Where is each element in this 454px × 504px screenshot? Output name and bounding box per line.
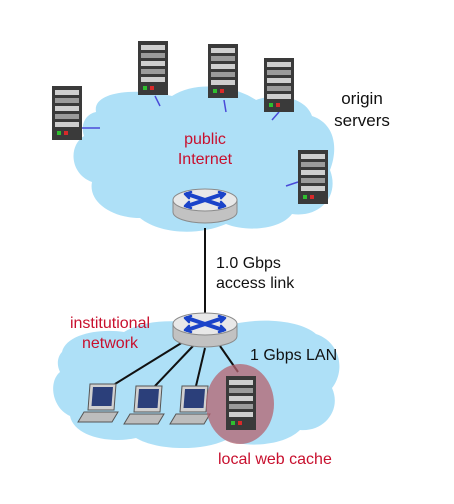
origin-server-4 (264, 58, 294, 112)
server-links (82, 95, 299, 187)
public-internet-label: public Internet (165, 130, 245, 170)
institutional-network-label-line1: institutional (69, 315, 151, 332)
internet-router-icon (171, 187, 239, 225)
origin-server-5 (298, 150, 328, 204)
local-web-cache-label: local web cache (218, 451, 332, 468)
institutional-network-label-line2: network (81, 335, 139, 352)
origin-servers-label: origin servers (322, 88, 402, 132)
public-internet-label-line1: public (184, 131, 226, 148)
origin-servers-label-line1: origin (341, 89, 383, 108)
origin-server-2 (138, 41, 168, 95)
origin-servers-label-line2: servers (334, 111, 390, 130)
public-internet-cloud (73, 86, 335, 232)
origin-server-3 (208, 44, 238, 98)
access-link-label-line2: access link (216, 275, 295, 292)
lan-label: 1 Gbps LAN (250, 347, 338, 364)
institutional-network-label: institutional network (56, 314, 164, 354)
institutional-router-icon (171, 311, 239, 349)
local-cache-server-icon (226, 376, 256, 430)
public-internet-label-line2: Internet (177, 151, 233, 168)
origin-server-1 (52, 86, 82, 140)
access-link-label-line1: 1.0 Gbps (216, 255, 281, 272)
access-link-label: 1.0 Gbps access link (216, 254, 294, 294)
